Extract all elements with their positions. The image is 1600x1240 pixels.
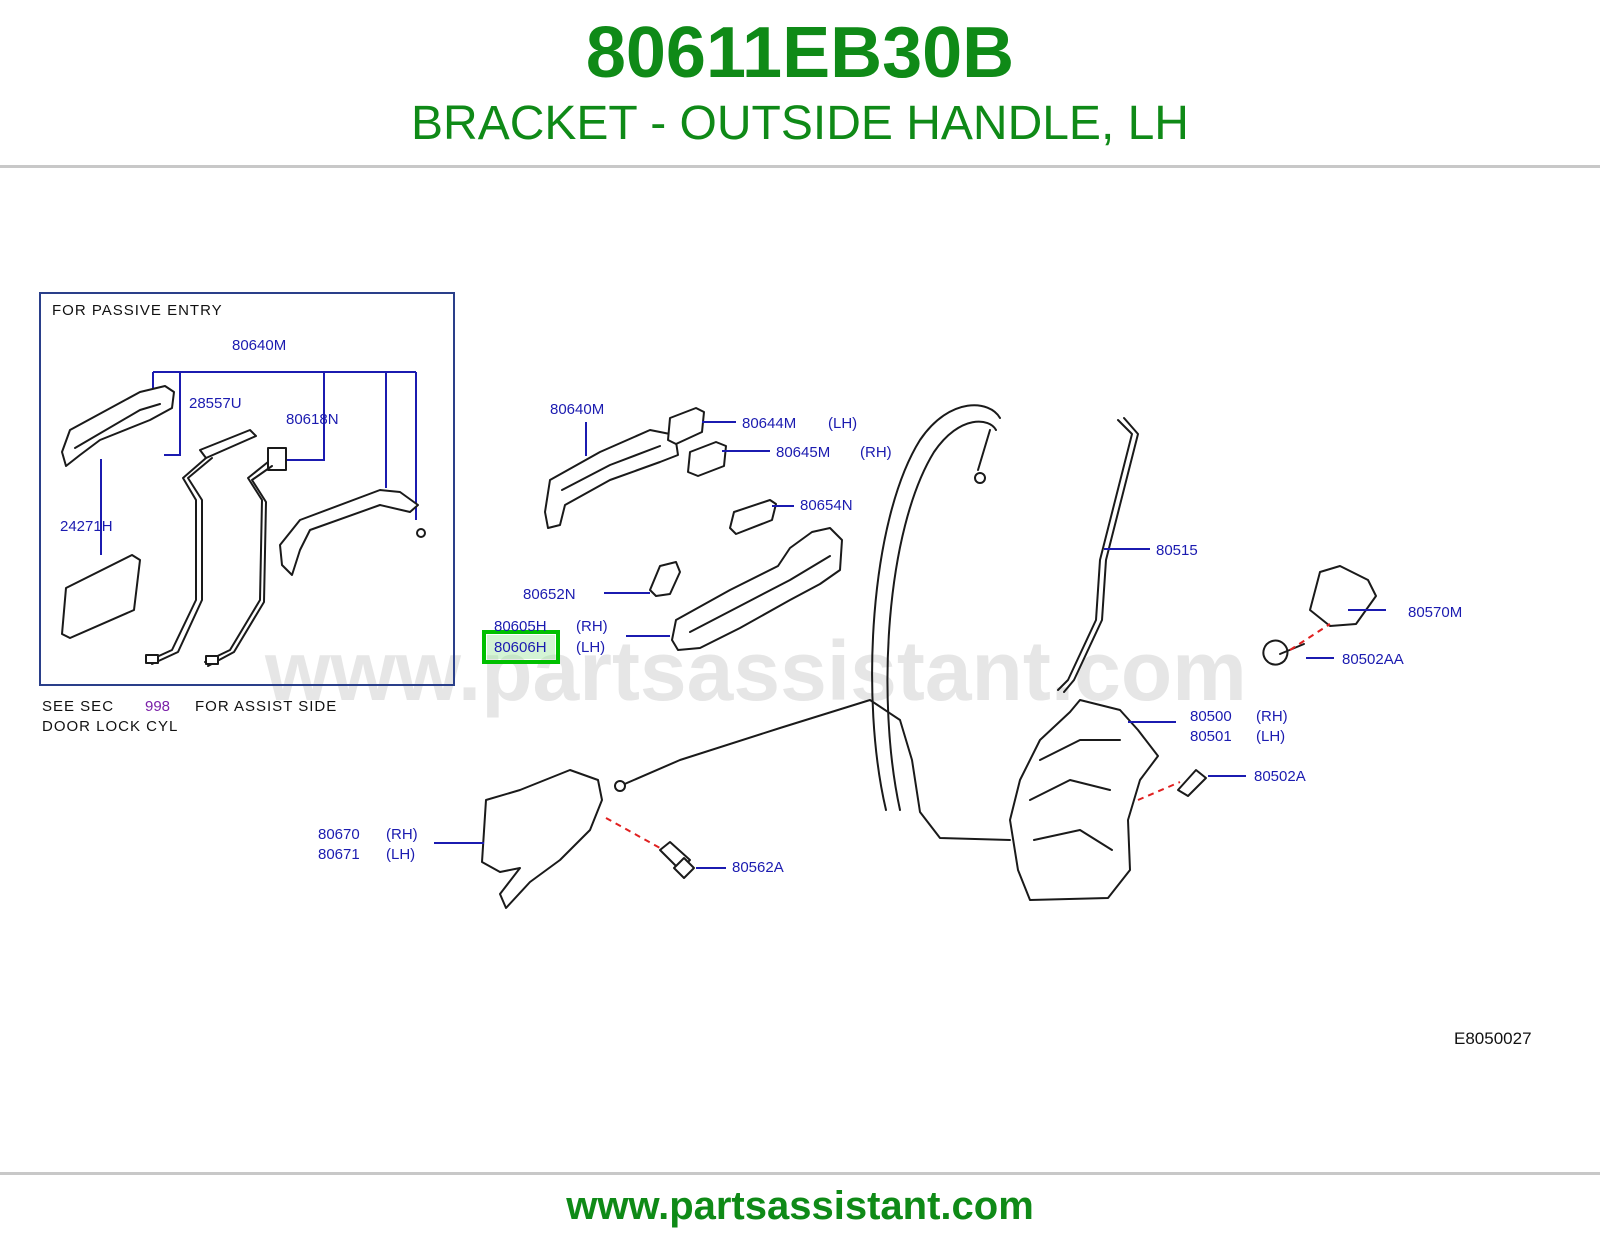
callout-80645M-side: (RH) bbox=[860, 444, 892, 461]
svg-text:FOR ASSIST SIDE: FOR ASSIST SIDE bbox=[195, 698, 337, 715]
footer-url[interactable]: www.partsassistant.com bbox=[566, 1184, 1034, 1228]
screw-80502A-icon bbox=[1177, 769, 1207, 797]
callout-80501[interactable]: 80501 bbox=[1190, 728, 1232, 745]
svg-text:SEE SEC: SEE SEC bbox=[42, 698, 114, 715]
passive-entry-inset: FOR PASSIVE ENTRY 80640M 28557U 80618N 2… bbox=[39, 292, 455, 686]
callout-80606H-side: (LH) bbox=[576, 639, 605, 656]
screw-80502AA-icon bbox=[1262, 639, 1289, 666]
striker-icon bbox=[1309, 565, 1377, 627]
highlight-box bbox=[482, 630, 560, 664]
header-divider bbox=[0, 165, 1600, 168]
callout-80670-side: (RH) bbox=[386, 826, 418, 843]
callout-80562A[interactable]: 80562A bbox=[732, 859, 784, 876]
callout-80502A[interactable]: 80502A bbox=[1254, 768, 1306, 785]
callout-80605H-side: (RH) bbox=[576, 618, 608, 635]
gasket-small-icon bbox=[649, 561, 681, 597]
callout-80500-side: (RH) bbox=[1256, 708, 1288, 725]
handle-grip-icon bbox=[61, 385, 175, 467]
cable-icon bbox=[871, 404, 1001, 811]
callout-80501-side: (LH) bbox=[1256, 728, 1285, 745]
callout-80640M[interactable]: 80640M bbox=[550, 401, 604, 418]
door-lock-actuator-icon bbox=[1009, 699, 1159, 901]
footer-divider bbox=[0, 1172, 1600, 1175]
section-link-998[interactable]: 998 bbox=[145, 698, 170, 715]
gasket-icon bbox=[729, 499, 777, 535]
inset-label-80618N[interactable]: 80618N bbox=[286, 411, 339, 428]
callout-80605H[interactable]: 80605H bbox=[494, 618, 547, 635]
inset-label-28557U[interactable]: 28557U bbox=[189, 395, 242, 412]
diagram-code: E8050027 bbox=[1454, 1029, 1532, 1048]
outside-handle-icon bbox=[544, 429, 679, 529]
callout-80502AA[interactable]: 80502AA bbox=[1342, 651, 1404, 668]
callout-80644M-side: (LH) bbox=[828, 415, 857, 432]
callout-80671-side: (LH) bbox=[386, 846, 415, 863]
callout-80652N[interactable]: 80652N bbox=[523, 586, 576, 603]
callout-80515[interactable]: 80515 bbox=[1156, 542, 1198, 559]
svg-text:DOOR LOCK CYL: DOOR LOCK CYL bbox=[42, 718, 178, 735]
inset-label-80640M[interactable]: 80640M bbox=[232, 337, 286, 354]
escutcheon-rh-icon bbox=[687, 441, 727, 477]
callout-80606H[interactable]: 80606H bbox=[494, 639, 547, 656]
sensor-connector-icon bbox=[267, 447, 287, 471]
screw-icon bbox=[416, 528, 426, 538]
pad-icon bbox=[61, 554, 141, 639]
callout-80570M[interactable]: 80570M bbox=[1408, 604, 1462, 621]
callout-80670[interactable]: 80670 bbox=[318, 826, 360, 843]
callout-80644M[interactable]: 80644M bbox=[742, 415, 796, 432]
inside-cable-icon bbox=[619, 699, 1011, 841]
header: 80611EB30B BRACKET - OUTSIDE HANDLE, LH bbox=[0, 0, 1600, 168]
part-description: BRACKET - OUTSIDE HANDLE, LH bbox=[411, 97, 1189, 150]
callout-80645M[interactable]: 80645M bbox=[776, 444, 830, 461]
antenna-icon bbox=[199, 429, 257, 459]
escutcheon-lh-icon bbox=[667, 407, 705, 445]
handle-assembly-icon bbox=[279, 489, 419, 576]
inset-title: FOR PASSIVE ENTRY bbox=[52, 302, 223, 319]
callout-80671[interactable]: 80671 bbox=[318, 846, 360, 863]
callout-80500[interactable]: 80500 bbox=[1190, 708, 1232, 725]
see-section-note: SEE SEC 998 FOR ASSIST SIDE DOOR LOCK CY… bbox=[42, 698, 337, 735]
lock-rod-icon bbox=[1057, 419, 1133, 691]
inside-handle-icon bbox=[481, 769, 603, 909]
callout-80654N[interactable]: 80654N bbox=[800, 497, 853, 514]
inset-label-24271H[interactable]: 24271H bbox=[60, 518, 113, 535]
part-number-title: 80611EB30B bbox=[585, 13, 1015, 93]
